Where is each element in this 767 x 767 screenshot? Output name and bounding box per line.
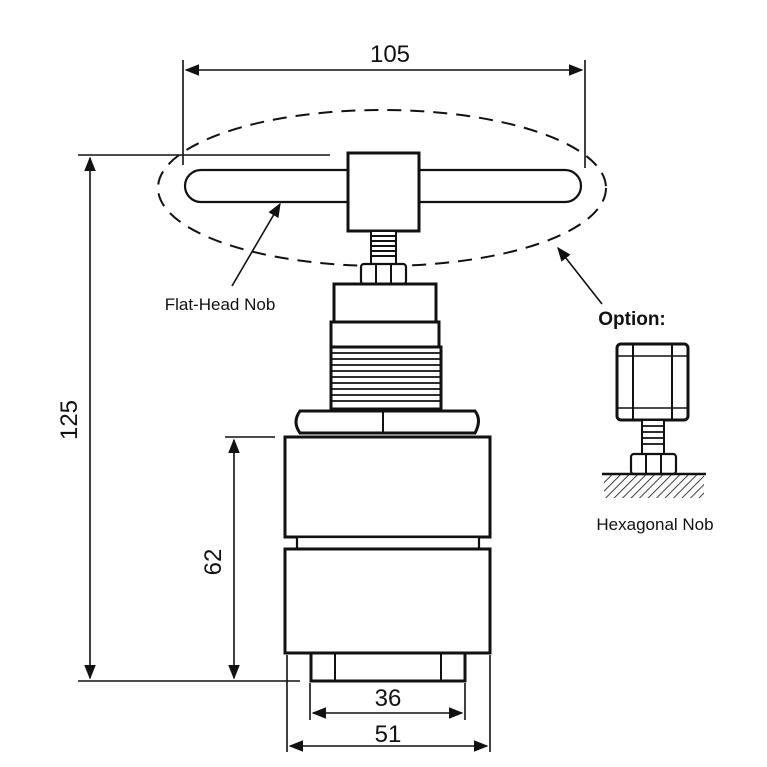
dimension-51-label: 51 bbox=[375, 721, 402, 748]
t-handle bbox=[183, 151, 583, 233]
threaded-body bbox=[329, 345, 443, 411]
body-ring bbox=[295, 535, 481, 551]
hexagonal-nob-illustration: Hexagonal Nob bbox=[596, 342, 714, 534]
lock-nut bbox=[294, 409, 480, 435]
body-upper-block bbox=[283, 435, 492, 539]
flat-head-callout: Flat-Head Nob bbox=[165, 202, 281, 314]
flat-head-label: Flat-Head Nob bbox=[165, 295, 276, 314]
dimension-125-label: 125 bbox=[56, 400, 83, 440]
dimension-height-body: 62 bbox=[200, 436, 275, 680]
dimension-width-bottom-outer: 51 bbox=[286, 655, 491, 752]
handle-highlight-ellipse bbox=[157, 109, 607, 267]
bonnet bbox=[329, 282, 441, 349]
dimension-62-label: 62 bbox=[200, 549, 227, 576]
body-lower-block bbox=[283, 547, 492, 655]
bottom-nut bbox=[309, 651, 467, 683]
dimension-width-bottom-inner: 36 bbox=[309, 683, 466, 720]
dimension-width-top: 105 bbox=[182, 41, 586, 168]
option-callout: Option: bbox=[557, 246, 666, 330]
stem-nut bbox=[359, 262, 408, 286]
hexagonal-label: Hexagonal Nob bbox=[596, 515, 713, 534]
option-label: Option: bbox=[598, 309, 666, 330]
dimension-36-label: 36 bbox=[375, 685, 402, 712]
dimension-height-total: 125 bbox=[56, 154, 330, 682]
dimension-105-label: 105 bbox=[370, 41, 410, 68]
threaded-stem bbox=[370, 230, 397, 265]
handle-hub bbox=[346, 151, 421, 233]
